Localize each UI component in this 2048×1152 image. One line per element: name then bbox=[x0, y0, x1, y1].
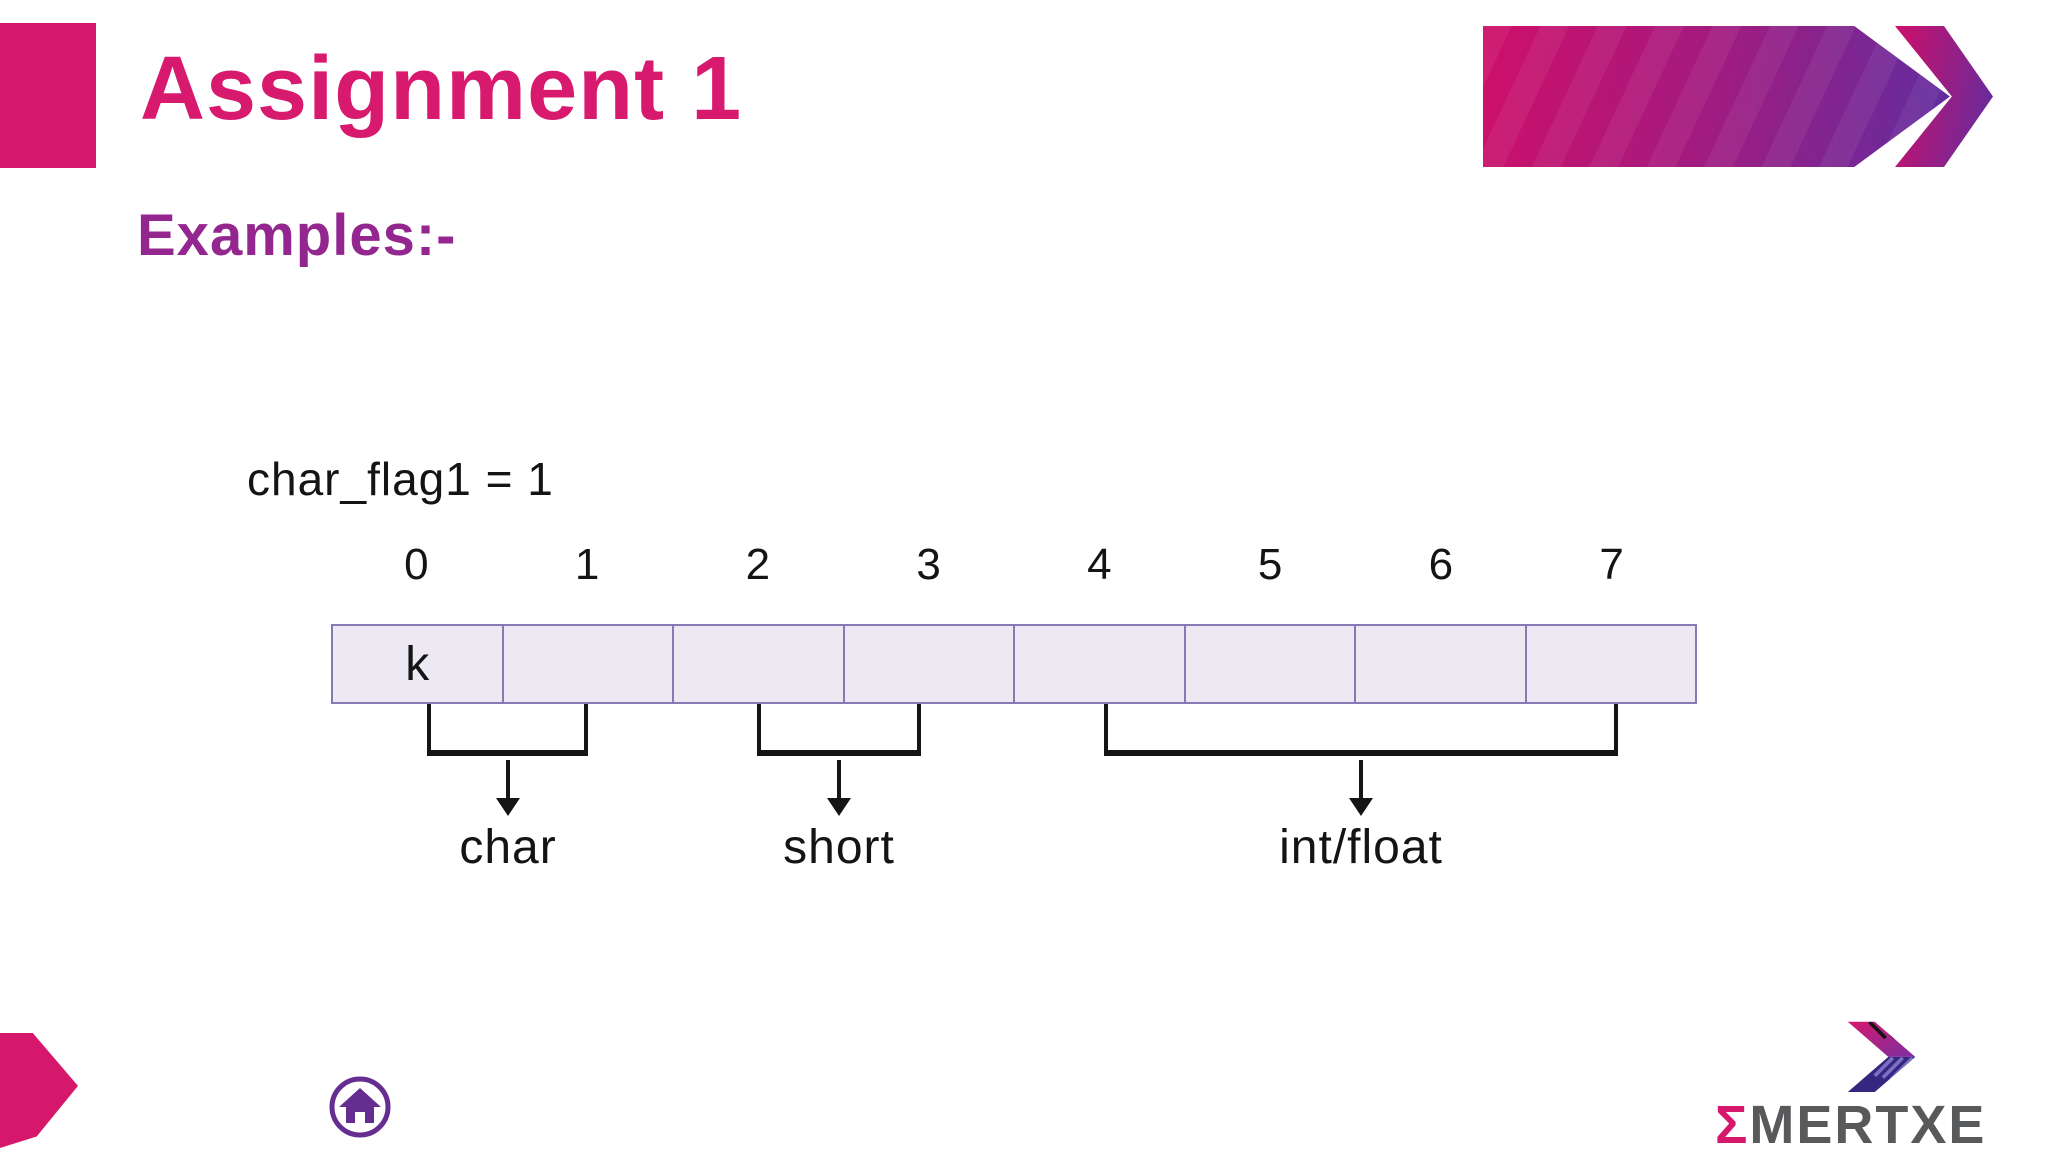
byte-index: 4 bbox=[1087, 540, 1112, 589]
emertxe-logo-icon bbox=[1827, 1020, 1919, 1092]
byte-index-row: 0 1 2 3 4 5 6 7 bbox=[331, 540, 1697, 592]
byte-index: 0 bbox=[404, 540, 429, 589]
byte-index: 5 bbox=[1257, 540, 1283, 589]
header-arrow-banner bbox=[1483, 26, 1950, 167]
char-down-arrowhead-icon bbox=[496, 798, 520, 816]
byte-index: 6 bbox=[1428, 540, 1454, 589]
int-float-group-bracket bbox=[1104, 704, 1618, 756]
int-float-down-arrow bbox=[1359, 760, 1363, 800]
group-label-char: char bbox=[459, 821, 557, 874]
slide-subtitle: Examples:- bbox=[137, 203, 457, 268]
slide-title: Assignment 1 bbox=[140, 39, 743, 139]
char-group-bracket bbox=[427, 704, 588, 756]
memory-cell bbox=[1356, 626, 1527, 702]
emertxe-logo-name: MERTXE bbox=[1749, 1095, 1987, 1152]
memory-cell: k bbox=[333, 626, 504, 702]
short-group-bracket bbox=[757, 704, 921, 756]
short-down-arrowhead-icon bbox=[827, 798, 851, 816]
byte-index: 1 bbox=[574, 540, 600, 589]
home-button[interactable] bbox=[328, 1075, 392, 1139]
memory-cell bbox=[845, 626, 1015, 702]
byte-index: 2 bbox=[745, 540, 771, 589]
expression-label: char_flag1 = 1 bbox=[247, 453, 554, 505]
memory-cell bbox=[1186, 626, 1356, 702]
memory-cell bbox=[504, 626, 674, 702]
group-label-short: short bbox=[783, 821, 895, 874]
byte-index: 7 bbox=[1599, 540, 1624, 589]
emertxe-logo: ΣMERTXE bbox=[1715, 1020, 2045, 1152]
byte-index: 3 bbox=[916, 540, 941, 589]
group-label-int-float: int/float bbox=[1279, 821, 1443, 874]
short-down-arrow bbox=[837, 760, 841, 800]
memory-array: k bbox=[331, 624, 1697, 704]
home-icon bbox=[328, 1076, 392, 1142]
bottom-left-arrow-shape bbox=[0, 1033, 78, 1148]
memory-cell bbox=[1015, 626, 1186, 702]
memory-cell bbox=[1527, 626, 1696, 702]
emertxe-logo-text: ΣMERTXE bbox=[1715, 1094, 2045, 1152]
memory-cell bbox=[674, 626, 845, 702]
corner-accent-square bbox=[0, 23, 96, 168]
int-float-down-arrowhead-icon bbox=[1349, 798, 1373, 816]
char-down-arrow bbox=[506, 760, 510, 800]
emertxe-logo-sigma: Σ bbox=[1715, 1095, 1750, 1152]
